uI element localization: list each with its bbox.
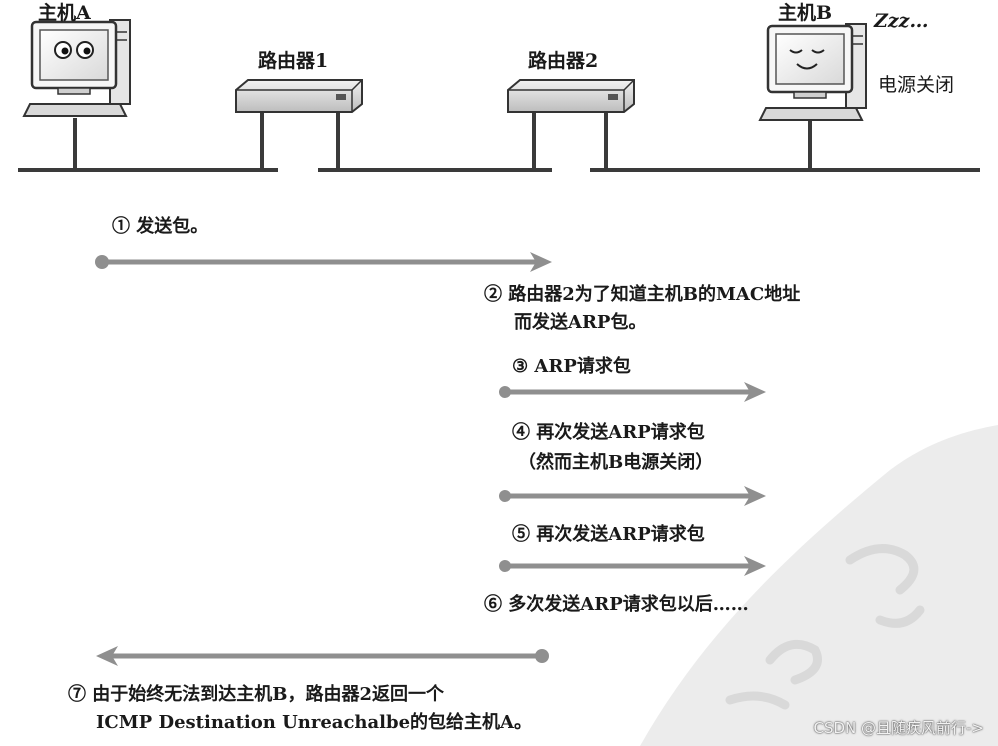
arrow-step-7: [96, 646, 549, 666]
step-1-label: ① 发送包。: [112, 216, 209, 237]
power-off-label: 电源关闭: [878, 74, 955, 96]
host-b-label: 主机B: [778, 2, 833, 24]
host-b-computer-icon: [758, 23, 867, 170]
host-a-label: 主机A: [38, 2, 91, 24]
arrow-step-1: [95, 252, 552, 272]
router-1-label: 路由器1: [258, 50, 329, 72]
router-2-label: 路由器2: [528, 50, 599, 72]
sleep-zzz-label: Zzz…: [874, 10, 929, 32]
background-wash: [640, 425, 998, 746]
router-2-icon: [507, 79, 635, 170]
arrow-step-4: [499, 486, 766, 506]
step-7-label-line-2: ICMP Destination Unreachalbe的包给主机A。: [96, 712, 533, 733]
host-a-computer-icon: [22, 19, 131, 170]
step-3-label: ③ ARP请求包: [512, 356, 631, 377]
router-1-icon: [235, 79, 363, 170]
step-4-label-line-2: （然而主机B电源关闭）: [518, 452, 714, 473]
step-6-label: ⑥ 多次发送ARP请求包以后……: [484, 594, 749, 615]
step-2-label-line-2: 而发送ARP包。: [514, 312, 647, 333]
arrow-step-3: [499, 382, 766, 402]
step-5-label: ⑤ 再次发送ARP请求包: [512, 524, 705, 545]
arrow-step-5: [499, 556, 766, 576]
step-7-label-line-1: ⑦ 由于始终无法到达主机B，路由器2返回一个: [68, 684, 445, 705]
step-4-label-line-1: ④ 再次发送ARP请求包: [512, 422, 705, 443]
background-brush-strokes: [725, 544, 925, 710]
csdn-watermark: CSDN @且随疾风前行->: [813, 719, 984, 737]
step-2-label-line-1: ② 路由器2为了知道主机B的MAC地址: [484, 284, 801, 305]
